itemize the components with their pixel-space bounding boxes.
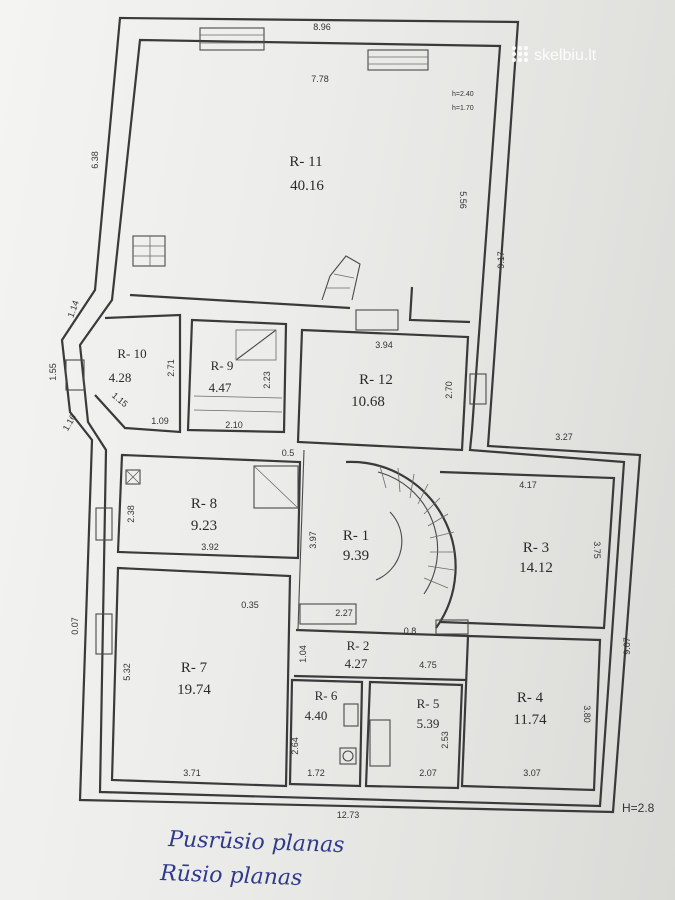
- room-area-r6: 4.40: [305, 708, 328, 723]
- room-area-r10: 4.28: [109, 370, 132, 385]
- dim-label: 4.75: [419, 660, 437, 670]
- dim-label: 1.09: [151, 416, 169, 426]
- outer-walls: [60, 16, 642, 814]
- dim-label: 2.64: [290, 737, 300, 755]
- watermark: skelbiu.lt: [512, 46, 597, 64]
- dim-label: 3.97: [308, 531, 318, 549]
- dim-label: 2.07: [419, 768, 437, 778]
- dim-label: 3.71: [183, 768, 201, 778]
- dim-label: 2.53: [440, 731, 450, 749]
- room-labels: R- 11 40.16 R- 10 4.28 R- 9 4.47 R- 12 1…: [109, 154, 553, 731]
- dim-label: 3.94: [375, 340, 393, 350]
- dim-label: 12.73: [337, 810, 360, 820]
- room-area-r12: 10.68: [351, 394, 385, 410]
- room-name-r11: R- 11: [289, 154, 322, 170]
- dim-label: 1.55: [48, 363, 58, 381]
- dim-label: 2.10: [225, 420, 243, 430]
- spiral-staircase: [345, 460, 457, 629]
- dim-label: 3.07: [523, 768, 541, 778]
- handwriting-line-2: Rūsio planas: [159, 861, 303, 891]
- dim-label: 6.38: [90, 151, 100, 169]
- dim-label: 1.16: [61, 412, 78, 432]
- room-area-r9: 4.47: [209, 380, 232, 395]
- dim-label: 9.17: [496, 251, 506, 269]
- dim-label: 0.35: [241, 600, 259, 610]
- stairs-r9: [193, 329, 283, 413]
- room-name-r3: R- 3: [523, 540, 549, 556]
- room-name-r10: R- 10: [117, 346, 146, 361]
- dim-label: 2.71: [166, 359, 176, 377]
- dim-label: h=2.40: [452, 91, 474, 98]
- fixtures-wc: [339, 703, 391, 767]
- handwritten-caption: Pusrūsio planas Rūsio planas: [159, 827, 345, 891]
- interior-walls: [94, 286, 616, 792]
- dim-label: 9.07: [622, 637, 632, 655]
- windows: [65, 27, 487, 655]
- room-area-r4: 11.74: [513, 712, 547, 728]
- dim-label: 1.72: [307, 768, 325, 778]
- dim-label: 3.27: [555, 432, 573, 442]
- dim-label: 3.80: [582, 705, 592, 723]
- dim-label: 2.38: [126, 505, 136, 523]
- room-name-r4: R- 4: [517, 690, 544, 706]
- room-area-r1: 9.39: [343, 548, 369, 564]
- room-area-r8: 9.23: [191, 518, 217, 534]
- stairs-r11: [132, 235, 361, 301]
- room-name-r8: R- 8: [191, 496, 217, 512]
- dim-label: 2.23: [262, 371, 272, 389]
- dim-label: 0.8: [404, 626, 417, 636]
- watermark-logo-icon: [512, 46, 528, 62]
- dim-label: 7.78: [311, 74, 329, 84]
- dim-label: 4.17: [519, 480, 537, 490]
- room-name-r5: R- 5: [417, 696, 440, 711]
- room-area-r3: 14.12: [519, 560, 553, 576]
- dim-label: 1.15: [110, 390, 130, 409]
- room-name-r7: R- 7: [181, 660, 208, 676]
- dim-label: 8.96: [313, 22, 331, 32]
- dim-label: 5.56: [458, 191, 468, 209]
- room-name-r9: R- 9: [211, 358, 234, 373]
- dim-label: 2.27: [335, 608, 353, 618]
- room-name-r1: R- 1: [343, 528, 369, 544]
- handwriting-line-1: Pusrūsio planas: [167, 827, 345, 858]
- watermark-text: skelbiu.lt: [534, 47, 597, 64]
- room-area-r5: 5.39: [417, 716, 440, 731]
- dim-label: 5.32: [122, 663, 132, 681]
- dim-label: h=1.70: [452, 105, 474, 112]
- dim-label: 1.04: [298, 645, 308, 663]
- shaft-r8: [125, 465, 299, 509]
- room-area-r7: 19.74: [177, 682, 211, 698]
- height-marker: H=2.8: [622, 801, 655, 815]
- dim-label: 3.92: [201, 542, 219, 552]
- dim-label: 0.07: [70, 617, 80, 635]
- dim-label: 0.5: [282, 448, 295, 458]
- room-name-r12: R- 12: [359, 372, 393, 388]
- room-area-r11: 40.16: [290, 178, 324, 194]
- room-area-r2: 4.27: [345, 656, 368, 671]
- dimension-labels: 8.96 7.78 6.38 5.56 9.17 1.14 1.55 1.16 …: [48, 22, 655, 820]
- room-name-r6: R- 6: [315, 688, 338, 703]
- room-name-r2: R- 2: [347, 638, 370, 653]
- dim-label: 3.75: [592, 541, 602, 559]
- dim-label: 2.70: [444, 381, 454, 399]
